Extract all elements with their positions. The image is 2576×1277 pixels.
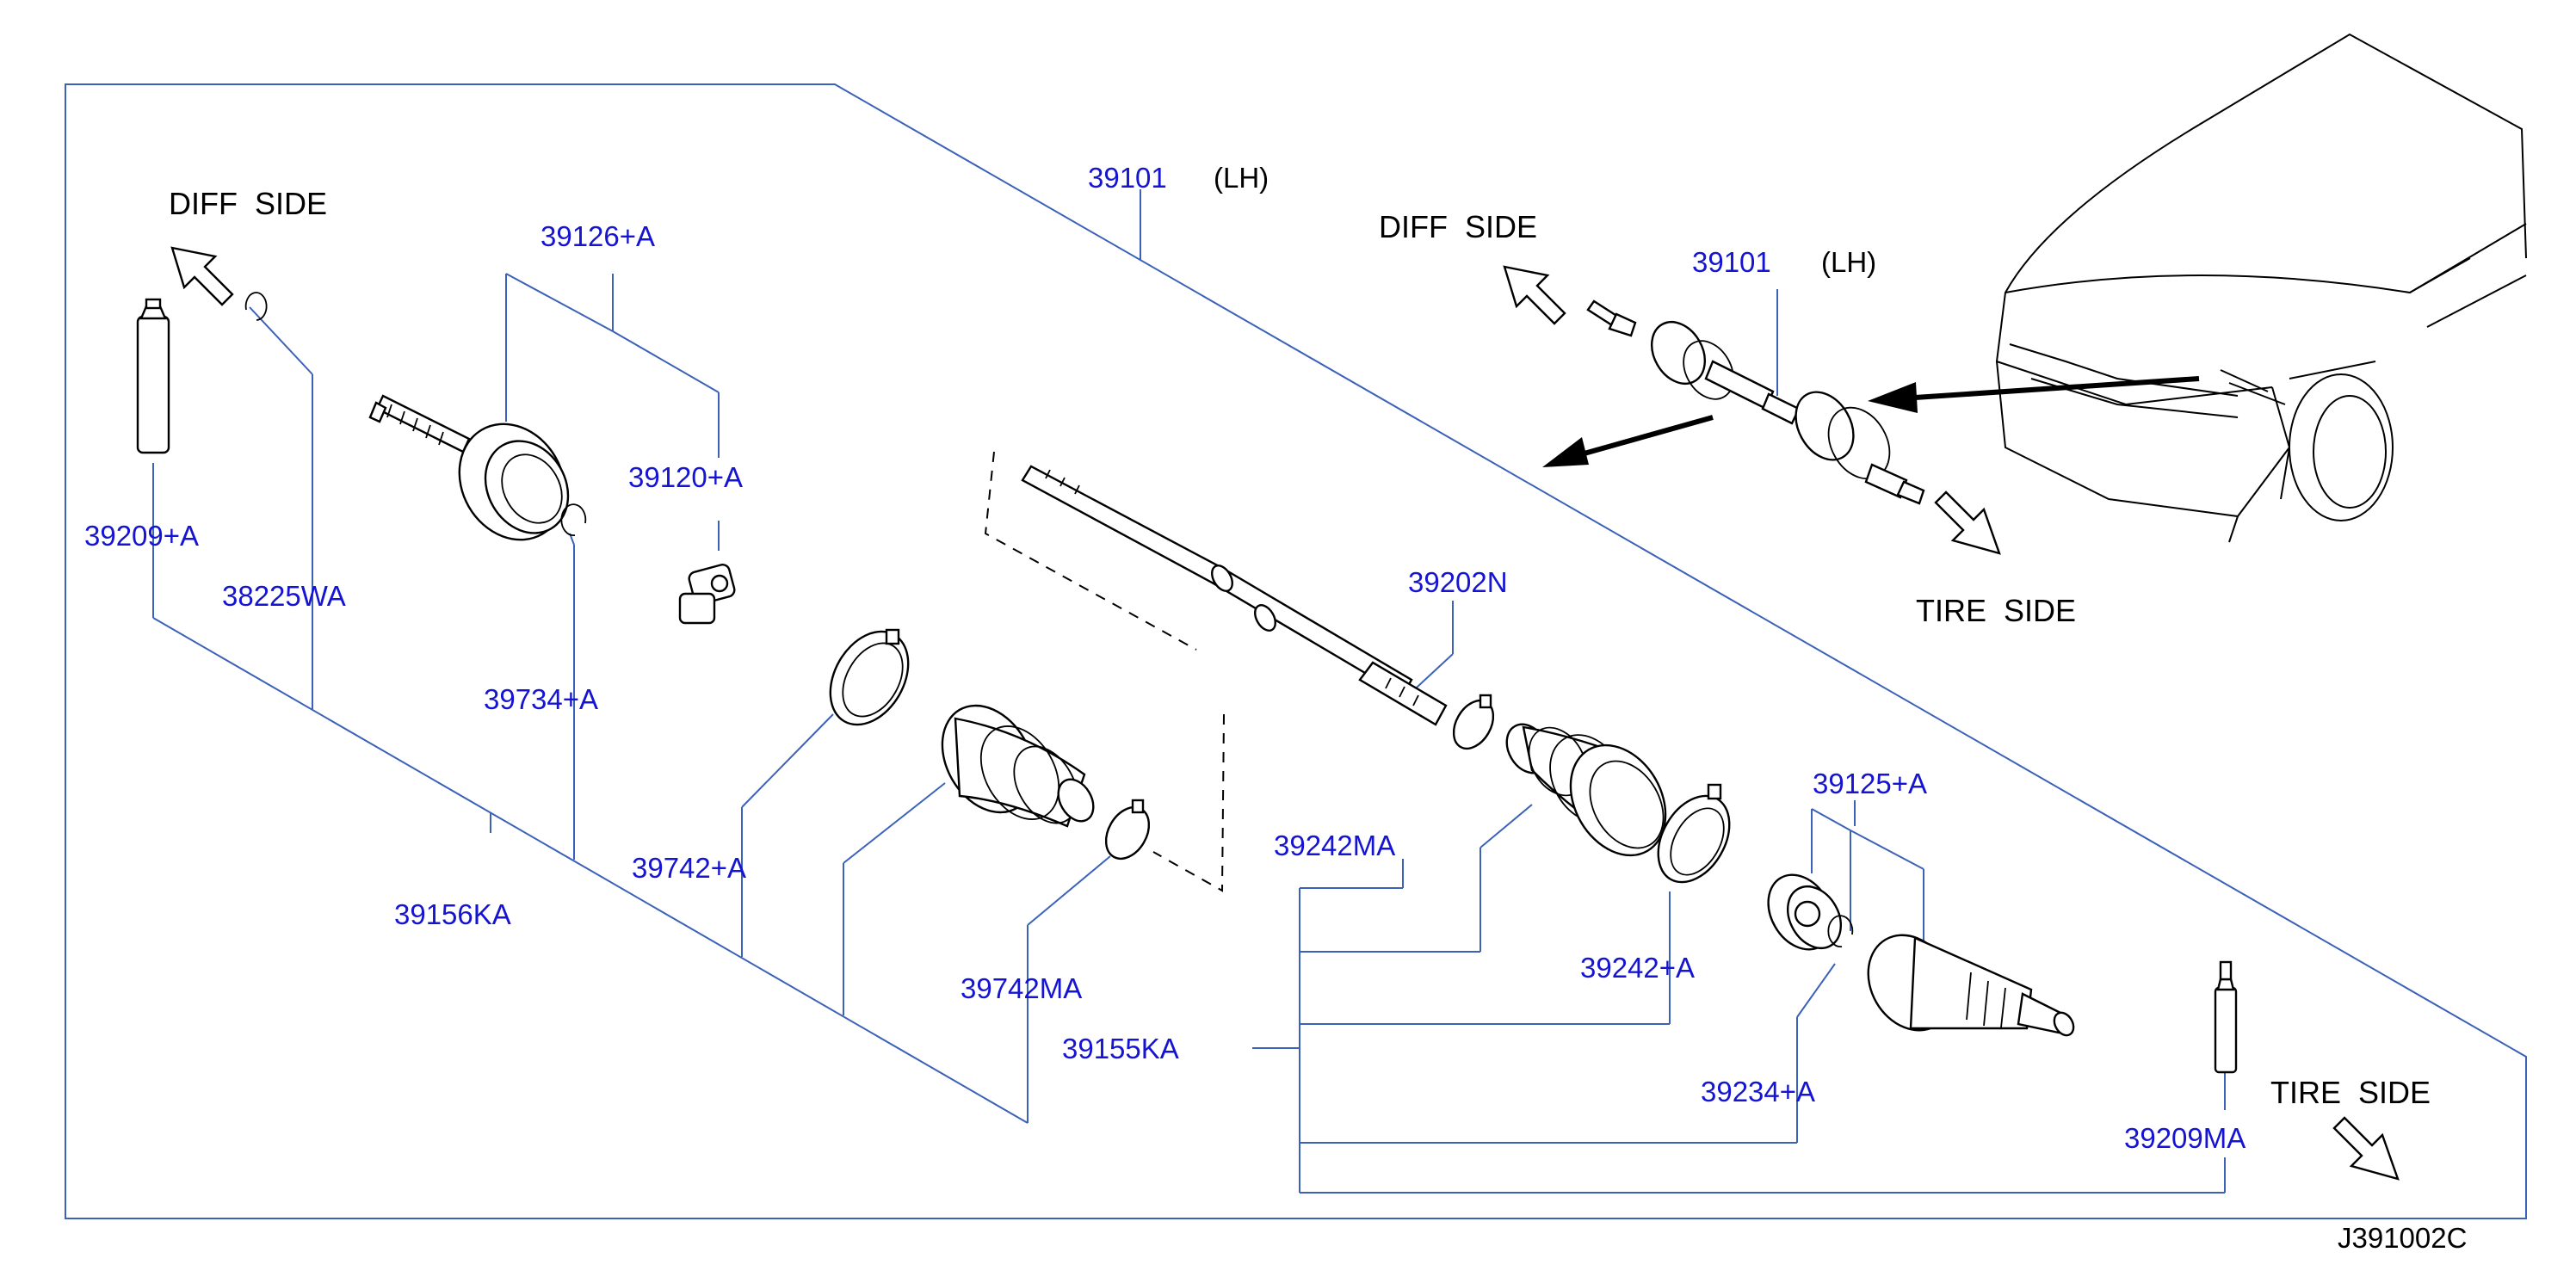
direction-arrow-from-car-icon: [1868, 376, 2200, 413]
shaft-39202n-icon: [984, 451, 1448, 892]
part-number-39242ma: 39242MA: [1274, 830, 1395, 861]
diagram-code: J391002C: [2338, 1222, 2467, 1254]
part-number-39742a: 39742+A: [632, 852, 746, 884]
circlip-39734a-icon: [560, 503, 587, 536]
part-number-39234a: 39234+A: [1701, 1076, 1815, 1107]
part-number-39101-main: 39101: [1088, 162, 1167, 194]
lh-label-main: (LH): [1214, 162, 1269, 194]
outer-joint-39125a-icon: [1867, 934, 2075, 1037]
part-number-39242a: 39242+A: [1580, 952, 1695, 984]
part-number-39156ka: 39156KA: [394, 898, 511, 930]
small-band-39742ma-icon: [1104, 799, 1151, 861]
grease-tube-39209ma-icon: [2214, 960, 2238, 1074]
band-39242ma-icon: [1452, 694, 1495, 750]
car-front-illustration: [1995, 33, 2527, 543]
part-number-39101-small: 39101: [1692, 246, 1771, 278]
part-number-39120a: 39120+A: [628, 461, 743, 493]
part-number-39125a: 39125+A: [1813, 768, 1927, 799]
diagram-frame: [65, 83, 2527, 1219]
lh-label-small: (LH): [1821, 246, 1876, 278]
direction-arrow-left-icon: [1542, 415, 1714, 467]
grease-tube-39209a-icon: [136, 298, 170, 454]
part-number-39209ma: 39209MA: [2124, 1122, 2246, 1154]
tire-side-arrow-bottom-icon: [2332, 1116, 2400, 1181]
boot-39742ma-side-icon: [941, 704, 1095, 828]
drive-shaft-assembly-icon: [1586, 299, 1925, 505]
part-number-39209a: 39209+A: [84, 520, 199, 552]
snap-ring-38225wa-icon: [244, 292, 268, 321]
diff-side-label-right: DIFF SIDE: [1379, 209, 1537, 244]
band-39742a-icon: [829, 628, 910, 726]
leader-lines: [152, 189, 2226, 1194]
spider-assembly-39120a-icon: [678, 564, 736, 625]
diff-side-label-left: DIFF SIDE: [169, 186, 327, 221]
snap-ring-39234a-icon: [1827, 915, 1854, 947]
outer-joint-39126a-icon: [368, 394, 570, 541]
part-number-39734a: 39734+A: [484, 683, 598, 715]
band-39242a-icon: [1657, 783, 1731, 884]
diff-side-arrow-right-icon: [1503, 265, 1566, 325]
tire-side-label-bottom: TIRE SIDE: [2270, 1075, 2431, 1110]
part-number-39155ka: 39155KA: [1062, 1033, 1179, 1064]
tire-side-label-top: TIRE SIDE: [1916, 593, 2076, 628]
part-number-39126a: 39126+A: [541, 220, 655, 252]
inner-race-39125a-icon: [1767, 873, 1843, 951]
part-number-39742ma: 39742MA: [961, 972, 1082, 1004]
part-number-38225wa: 38225WA: [222, 580, 346, 612]
boot-39242-icon: [1505, 723, 1667, 857]
part-number-39202n: 39202N: [1408, 566, 1508, 598]
diff-side-arrow-left-icon: [170, 246, 234, 306]
tire-side-arrow-top-icon: [1934, 490, 2001, 555]
